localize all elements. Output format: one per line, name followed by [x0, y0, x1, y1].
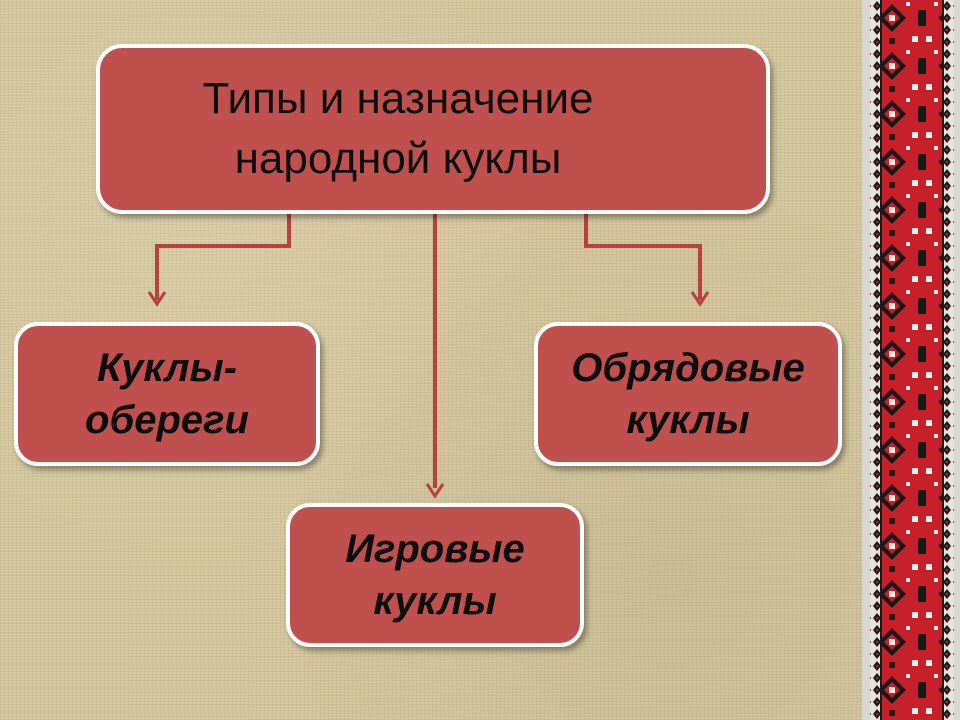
diagram-title: Типы и назначение народной куклы [202, 74, 594, 183]
diagram-title-box: Типы и назначение народной куклы [96, 44, 770, 214]
connector-right [584, 212, 702, 300]
node-ritual-dolls: Обрядовые куклы [534, 322, 842, 466]
embroidery-pattern [862, 0, 960, 720]
node-ritual-dolls-label: Обрядовые куклы [571, 346, 805, 442]
arrowhead-center [425, 483, 445, 499]
node-play-dolls: Игровые куклы [286, 503, 584, 647]
node-protective-dolls-label: Куклы- обереги [85, 346, 249, 442]
node-protective-dolls: Куклы- обереги [14, 322, 320, 466]
node-play-dolls-label: Игровые куклы [345, 527, 525, 623]
arrowhead-left [147, 291, 167, 307]
arrowhead-right [690, 291, 710, 307]
connector-left [155, 212, 291, 300]
embroidery-ornament-border [862, 0, 960, 720]
